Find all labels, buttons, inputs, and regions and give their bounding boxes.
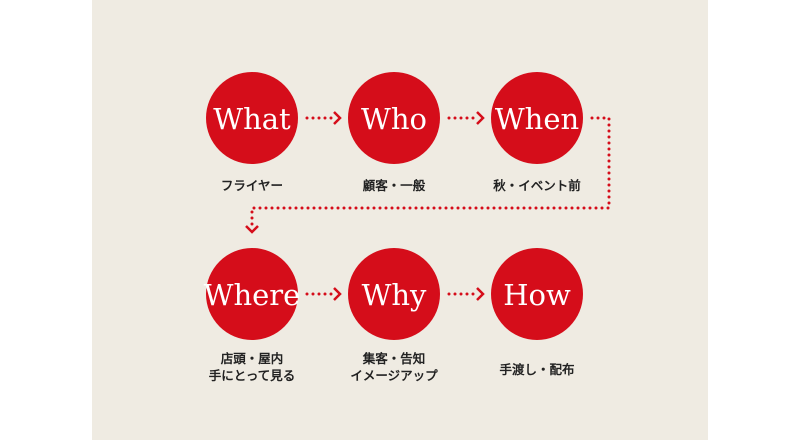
step-word: When [495, 102, 579, 136]
step-caption: イメージアップ [350, 368, 438, 383]
step-word: What [213, 102, 291, 136]
step-caption: 秋・イベント前 [493, 178, 581, 193]
dotted-wrap-connector [250, 116, 611, 228]
step-circle-who [348, 72, 440, 164]
step-circle-when [491, 72, 583, 164]
step-caption: 顧客・一般 [363, 178, 426, 193]
arrowhead-icon [476, 287, 485, 301]
step-caption: 手渡し・配布 [499, 362, 575, 377]
step-circle-why [348, 248, 440, 340]
step-caption: フライヤー [221, 178, 283, 193]
step-word: Where [204, 278, 301, 312]
step-word: How [503, 278, 571, 312]
step-caption: 店頭・屋内 [221, 351, 284, 366]
arrowhead-icon [245, 225, 259, 234]
step-caption: 集客・告知 [362, 351, 426, 366]
step-circle-how [491, 248, 583, 340]
step-circle-where [206, 248, 298, 340]
arrowhead-icon [476, 111, 485, 125]
step-word: Who [361, 102, 427, 136]
arrowhead-icon [333, 111, 342, 125]
step-caption: 手にとって見る [209, 368, 296, 383]
step-circle-what [206, 72, 298, 164]
arrowhead-icon [333, 287, 342, 301]
step-word: Why [362, 278, 427, 312]
